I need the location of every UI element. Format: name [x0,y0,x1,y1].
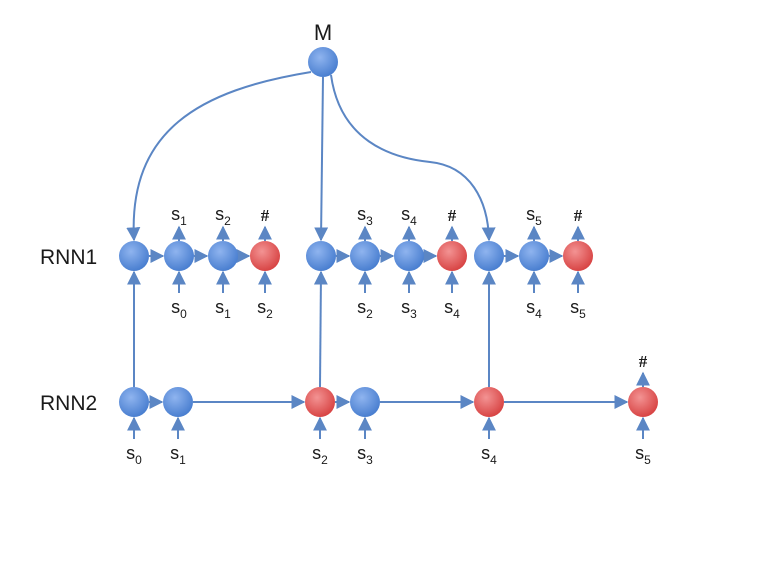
rnn2-node5 [474,387,504,417]
rnn1-seg2-node1 [306,241,336,271]
rnn1-seg3-node1 [474,241,504,271]
rnn2-input-label3: s2 [312,443,328,467]
rnn1-seg3-output-label2: s5 [526,204,542,228]
rnn1-seg1-output-label3: s2 [215,204,231,228]
rnn2-node4 [350,387,380,417]
rnn2-input-label6: s5 [635,443,651,467]
rnn1-seg3-input-label3: s5 [570,297,586,321]
rnn1-seg1-end-label: # [261,206,270,225]
labels-layer: M RNN1 RNN2 s1 s0 s2 s1 # s2 s3 s2 s4 s3 # s4 s5 s4 # s… [40,20,651,467]
rnn1-seg2-node4 [437,241,467,271]
rnn1-seg3-node2 [519,241,549,271]
edge-m-to-rnn1-seg3 [330,74,496,242]
nodes-layer [119,47,658,417]
rnn1-seg2-input-label4: s4 [444,297,460,321]
rnn1-seg1-input-label3: s1 [215,297,231,321]
rnn1-seg2-node2 [350,241,380,271]
rnn2-node1 [119,387,149,417]
rnn2-node2 [163,387,193,417]
rnn2-input-label4: s3 [357,443,373,467]
rnn2-row-label: RNN2 [40,392,97,415]
rnn1-seg3-node3 [563,241,593,271]
edge-m-to-rnn1-seg1 [126,71,312,242]
rnn2-end-label: # [639,352,648,371]
rnn1-seg2-output-label2: s3 [357,204,373,228]
edges-layer [126,71,650,439]
rnn1-seg3-input-label2: s4 [526,297,542,321]
rnn2-input-label5: s4 [481,443,497,467]
top-node-m [308,47,338,77]
rnn1-seg1-input-label2: s0 [171,297,187,321]
rnn2-node3 [305,387,335,417]
rnn1-seg2-input-label3: s3 [401,297,417,321]
rnn1-seg2-end-label: # [448,206,457,225]
rnn1-seg1-node4 [250,241,280,271]
rnn1-seg2-input-label2: s2 [357,297,373,321]
rnn2-node6 [628,387,658,417]
rnn1-row-label: RNN1 [40,246,97,269]
rnn1-seg1-output-label2: s1 [171,204,187,228]
rnn1-seg1-node3 [208,241,238,271]
edge-rnn2-to-rnn1-seg2 [313,270,328,388]
rnn1-seg1-input-label4: s2 [257,297,273,321]
rnn1-seg2-output-label3: s4 [401,204,417,228]
rnn1-seg1-node1 [119,241,149,271]
rnn1-seg1-node2 [164,241,194,271]
rnn1-seg2-node3 [394,241,424,271]
edge-m-to-rnn1-seg2 [314,76,329,242]
top-node-label: M [314,20,332,45]
rnn2-input-label1: s0 [126,443,142,467]
rnn2-input-label2: s1 [170,443,186,467]
rnn1-seg3-end-label: # [574,206,583,225]
